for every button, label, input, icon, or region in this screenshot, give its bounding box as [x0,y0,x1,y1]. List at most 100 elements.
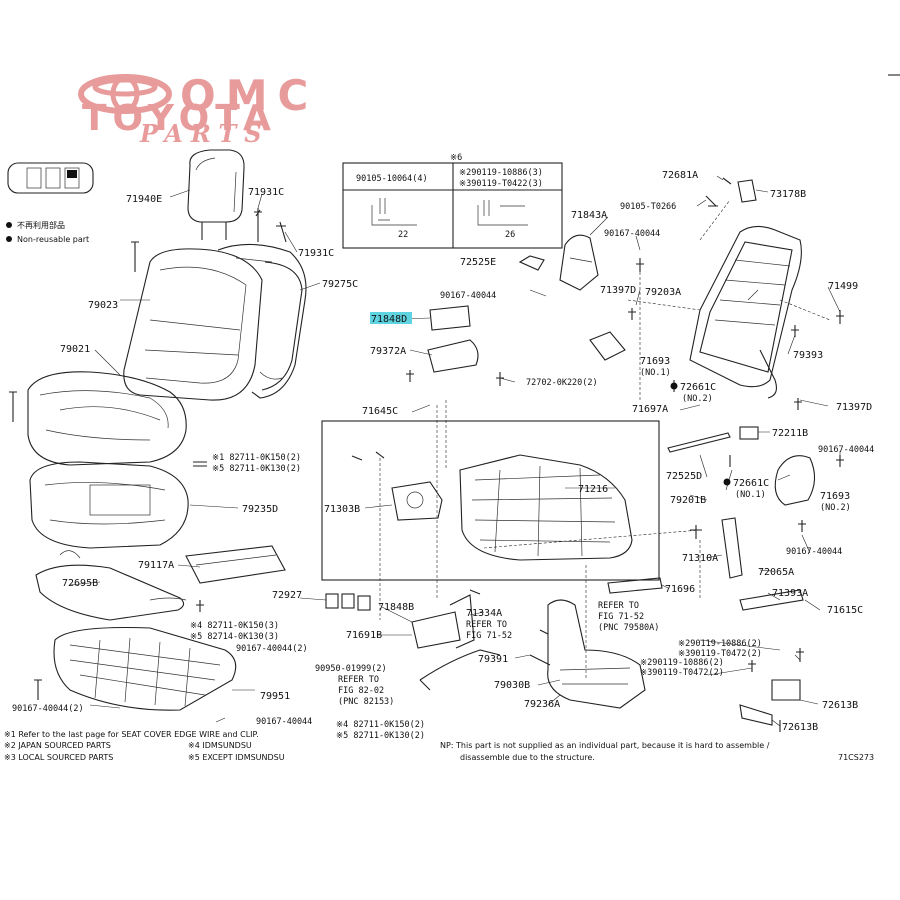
label-90167-40044-a: 90167-40044(2) [236,644,308,654]
label-79372A: 79372A [370,346,406,357]
label-refer-b3: (PNC 79580A) [598,623,659,633]
label-82711-f: ※5 82711-0K130(2) [336,731,425,741]
footnote-np-1: NP: This part is not supplied as an indi… [440,741,770,750]
label-90119-d: ※390119-T0472(2) [640,668,724,678]
legend-nonreusable-cn: 不再利用部品 [17,220,65,230]
label-79393: 79393 [793,350,823,361]
label-90167-40044-c: 90167-40044 [256,717,312,727]
label-79235D: 79235D [242,504,278,515]
label-refer-c1: REFER TO [338,675,379,685]
label-72661C-sub: (NO.2) [682,394,713,404]
label-71696: 71696 [665,584,695,595]
label-73178B: 73178B [770,189,806,200]
label-79951: 79951 [260,691,290,702]
label-71397D-b: 71397D [836,402,872,413]
label-82711-a: ※1 82711-0K150(2) [212,453,301,463]
label-refer-c3: (PNC 82153) [338,697,394,707]
footnote-3: ※3 LOCAL SOURCED PARTS [4,753,113,762]
lower-center-drawing [411,589,646,709]
label-79201B: 79201B [670,495,706,506]
part-labels: 71940E 71931C 71931C 79023 79275C 79021 … [12,170,874,741]
label-71303B: 71303B [324,504,360,515]
label-71310A: 71310A [682,553,718,564]
footnote-4: ※4 IDMSUNDSU [188,741,252,750]
label-71693-no2-sub: (NO.2) [820,503,851,513]
leader-lines [69,175,841,727]
label-refer-a1: REFER TO [466,620,507,630]
inset-right-part-2: ※390119-T0422(3) [459,179,543,189]
label-refer-b1: REFER TO [598,601,639,611]
seat-frame-drawing [321,305,701,680]
label-90119-c: ※290119-10886(2) [640,658,724,668]
label-71931C-b: 71931C [298,248,334,259]
label-90167-40044-b: 90167-40044(2) [12,704,84,714]
label-79275C: 79275C [322,279,358,290]
label-71931C: 71931C [248,187,284,198]
nonreusable-dot-72661C [670,382,678,390]
label-71397D: 71397D [600,285,636,296]
label-71848D-highlight [370,312,412,324]
label-72661C-b-sub: (NO.1) [735,490,766,500]
label-71216: 71216 [578,484,608,495]
label-90105-T0266: 90105-T0266 [620,202,676,212]
footnote-5: ※5 EXCEPT IDMSUNDSU [188,753,285,762]
inset-right-dim: 26 [505,230,515,240]
label-90950-01999: 90950-01999(2) [315,664,387,674]
label-79021: 79021 [60,344,90,355]
watermark-logo: OMC TOYOTA PARTS [78,71,318,148]
label-72525D: 72525D [666,471,702,482]
footnote-1: ※1 Refer to the last page for SEAT COVER… [4,730,259,739]
label-72661C-b: 72661C [733,478,769,489]
footnotes: ※1 Refer to the last page for SEAT COVER… [4,730,874,762]
label-refer-a2: FIG 71-52 [466,631,512,641]
label-72211B: 72211B [772,428,808,439]
label-71645C: 71645C [362,406,398,417]
label-79030B: 79030B [494,680,530,691]
label-90167-40044-g: 90167-40044 [786,547,842,557]
label-82711-e: ※4 82711-0K150(2) [336,720,425,730]
label-71848B: 71848B [378,602,414,613]
label-72681A: 72681A [662,170,698,181]
label-72613B: 72613B [822,700,858,711]
watermark-line1: OMC [180,71,318,120]
label-71848D: 71848D [371,314,407,325]
label-71334A: 71334A [466,608,502,619]
label-79236A: 79236A [524,699,560,710]
label-79203A: 79203A [645,287,681,298]
inset-clip-table: ※6 90105-10064(4) ※290119-10886(3) ※3901… [342,153,563,249]
footnote-2: ※2 JAPAN SOURCED PARTS [4,741,111,750]
label-79391: 79391 [478,654,508,665]
label-72702-0K220: 72702-0K220(2) [526,378,598,388]
label-90119-a: ※290119-10886(2) [678,639,762,649]
inset-left-dim: 22 [398,230,408,240]
label-82711-d: ※5 82714-0K130(3) [190,632,279,642]
label-79117A: 79117A [138,560,174,571]
label-72525E: 72525E [460,257,496,268]
label-71697A: 71697A [632,404,668,415]
label-72065A: 72065A [758,567,794,578]
label-71843A: 71843A [571,210,607,221]
label-71693-no1-sub: (NO.1) [640,368,671,378]
watermark-line3: PARTS [139,119,270,148]
label-90167-40044-f: 90167-40044 [818,445,874,455]
figure-id: 71CS273 [838,753,874,762]
label-71940E: 71940E [126,194,162,205]
label-82711-c: ※4 82711-0K150(3) [190,621,279,631]
legend-nonreusable-en: Non-reusable part [17,235,89,244]
label-72695B: 72695B [62,578,98,589]
label-82711-b: ※5 82711-0K130(2) [212,464,301,474]
label-71693-no1: 71693 [640,356,670,367]
label-71499: 71499 [828,281,858,292]
label-79023: 79023 [88,300,118,311]
inset-right-part-1: ※290119-10886(3) [459,168,543,178]
inset-left-part: 90105-10064(4) [356,174,428,184]
label-72661C: 72661C [680,382,716,393]
back-frame-drawing [518,177,844,732]
label-90119-b: ※390119-T0472(2) [678,649,762,659]
label-72927: 72927 [272,590,302,601]
inset-header-mark: ※6 [450,153,462,163]
nonreusable-dot-72661C-b [723,478,731,486]
label-71693-no2: 71693 [820,491,850,502]
footnote-np-2: disassemble due to the structure. [460,753,595,762]
